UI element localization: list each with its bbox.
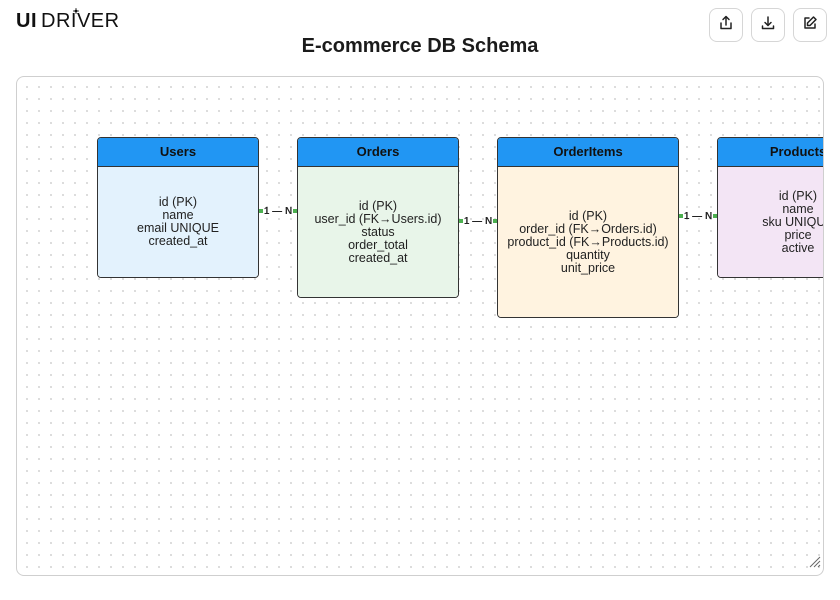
entity-field: created_at bbox=[348, 250, 408, 265]
relation-orderitems-products[interactable]: 1 — N bbox=[679, 210, 717, 222]
entity-field: id (PK) bbox=[158, 195, 198, 209]
entity-field: product_id (FK→Products.id) bbox=[507, 234, 669, 249]
entity-header: Products bbox=[718, 138, 823, 167]
entity-field: id (PK) bbox=[358, 198, 398, 213]
entity-field: id (PK) bbox=[568, 208, 608, 223]
connector-handle[interactable] bbox=[713, 214, 717, 218]
toolbar bbox=[709, 8, 827, 42]
diagram-title: E-commerce DB Schema bbox=[301, 35, 539, 57]
entity-header: OrderItems bbox=[498, 138, 678, 167]
connector-handle[interactable] bbox=[259, 209, 263, 213]
entity-orders[interactable]: Orders id (PK)user_id (FK→Users.id)statu… bbox=[297, 137, 459, 298]
entity-field: sku UNIQUE bbox=[762, 214, 823, 229]
svg-text:UI: UI bbox=[16, 10, 37, 32]
relation-label: 1 — N bbox=[683, 210, 713, 222]
entity-field: id (PK) bbox=[778, 188, 818, 203]
edit-icon bbox=[802, 15, 818, 36]
entity-fields: id (PK)order_id (FK→Orders.id)product_id… bbox=[498, 167, 678, 317]
download-button[interactable] bbox=[751, 8, 785, 42]
entity-field: user_id (FK→Users.id) bbox=[314, 211, 442, 226]
relation-label: 1 — N bbox=[463, 215, 493, 227]
entity-field: quantity bbox=[566, 247, 610, 262]
entity-field: active bbox=[781, 240, 815, 255]
entity-field: order_id (FK→Orders.id) bbox=[519, 221, 657, 236]
connector-handle[interactable] bbox=[459, 219, 463, 223]
entity-field: created_at bbox=[148, 234, 208, 248]
relation-users-orders[interactable]: 1 — N bbox=[259, 205, 297, 217]
relation-label: 1 — N bbox=[263, 205, 293, 217]
entity-field: order_total bbox=[348, 237, 408, 252]
download-icon bbox=[760, 15, 776, 36]
resize-handle-icon[interactable] bbox=[809, 555, 821, 573]
entity-field: name bbox=[782, 201, 814, 216]
connector-handle[interactable] bbox=[493, 219, 497, 223]
entity-field: name bbox=[162, 208, 194, 222]
connector-handle[interactable] bbox=[293, 209, 297, 213]
entity-field: unit_price bbox=[560, 260, 616, 275]
share-icon bbox=[718, 15, 734, 36]
uidriver-logo: UI DRIVER bbox=[16, 8, 122, 32]
connector-handle[interactable] bbox=[679, 214, 683, 218]
entity-field: price bbox=[784, 227, 812, 242]
entity-field: email UNIQUE bbox=[137, 221, 219, 235]
relation-orders-orderitems[interactable]: 1 — N bbox=[459, 215, 497, 227]
entity-header: Users bbox=[98, 138, 258, 167]
entity-header: Orders bbox=[298, 138, 458, 167]
entity-orderitems[interactable]: OrderItems id (PK)order_id (FK→Orders.id… bbox=[497, 137, 679, 318]
share-button[interactable] bbox=[709, 8, 743, 42]
entity-field: status bbox=[361, 224, 395, 239]
svg-text:DRIVER: DRIVER bbox=[41, 10, 120, 32]
edit-button[interactable] bbox=[793, 8, 827, 42]
